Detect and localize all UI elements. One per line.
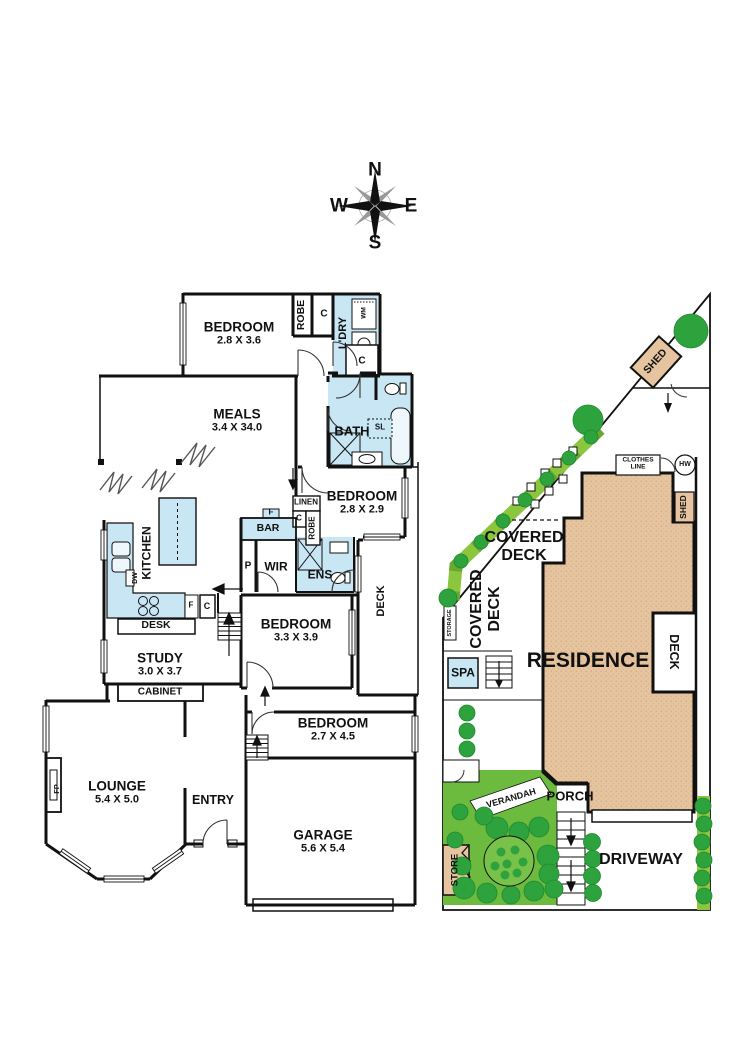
label-skylight: SL [374,422,386,432]
label-deck-floorplan: DECK [374,585,387,617]
room-name: BEDROOM [297,715,369,731]
label-hot-water: HW [679,461,691,469]
room-label-meals: MEALS 3.4 X 34.0 [212,406,262,433]
room-label-bedroom1: BEDROOM 2.8 X 3.6 [204,319,275,346]
trees [438,313,713,905]
room-name: BEDROOM [326,488,398,504]
room-label-bedroom3: BEDROOM 3.3 X 3.9 [261,616,332,643]
clothes-line-1: CLOTHES [622,456,654,464]
label-spa: SPA [451,665,475,680]
label-shed-right: SHED [678,495,689,519]
label-bath: BATH [334,423,370,439]
label-pantry: P [244,560,252,572]
room-name: STUDY [137,650,183,666]
label-covered-deck-h: COVERED DECK [484,529,563,565]
label-cupboard-2: C [358,355,366,367]
label-entry: ENTRY [192,793,234,807]
label-cupboard-3: C [296,513,302,523]
covered-deck-line-1: COVERED [484,529,564,547]
label-wir: WIR [264,559,288,574]
label-laundry: L'DRY [336,316,349,350]
room-dims: 5.6 X 5.4 [300,842,346,855]
room-name: LOUNGE [88,778,146,794]
room-name: GARAGE [293,827,353,843]
siteplan [438,291,713,911]
label-store: STORE [449,853,461,887]
label-residence: RESIDENCE [526,649,650,673]
room-name: BEDROOM [260,616,332,632]
label-linen: LINEN [294,497,318,507]
floorplan-zigzags [99,442,216,495]
floorplan-fixtures [45,298,411,912]
label-fridge-2: F [188,600,194,610]
room-label-study: STUDY 3.0 X 3.7 [137,650,183,677]
compass-south: S [368,232,382,254]
label-kitchen: KITCHEN [139,526,154,580]
room-dims: 3.3 X 3.9 [273,631,319,644]
compass-east: E [404,195,418,217]
floorplan-windows [42,302,419,883]
compass-west: W [330,195,348,217]
label-desk: DESK [141,619,171,632]
room-label-bedroom2: BEDROOM 2.8 X 2.9 [327,488,398,515]
label-robe-1: ROBE [295,299,308,331]
label-cupboard-1: C [320,308,328,320]
label-fridge-1: F [268,507,274,517]
room-label-bedroom4: BEDROOM 2.7 X 4.5 [298,715,369,742]
room-label-lounge: LOUNGE 5.4 X 5.0 [88,778,146,805]
label-cupboard-4: C [203,600,211,611]
label-dishwasher: DW [132,572,140,584]
clothes-line-2: LINE [630,464,646,471]
room-dims: 2.7 X 4.5 [310,730,356,743]
label-ensuite: ENS [307,567,333,582]
label-porch: PORCH [546,788,594,804]
label-clothes-line: CLOTHES LINE [622,457,653,472]
label-cabinet: CABINET [137,686,183,698]
covered-deck-line-2: DECK [501,547,547,564]
label-fireplace: FP [51,784,61,794]
compass-north: N [368,159,382,181]
label-covered-deck-v: COVERED DECK [468,569,504,648]
room-name: MEALS [213,406,261,422]
floorplan-arrows [211,468,298,758]
room-name: BEDROOM [203,319,275,335]
label-washing-machine: WM [360,307,368,319]
room-label-garage: GARAGE 5.6 X 5.4 [293,827,352,854]
floorplan-doors [202,341,361,845]
room-dims: 2.8 X 3.6 [216,334,262,347]
compass-rose [338,170,412,243]
covered-deck-line-1: COVERED [468,569,486,649]
covered-deck-line-2: DECK [486,586,503,632]
room-dims: 5.4 X 5.0 [94,793,140,806]
label-bar: BAR [256,522,280,535]
room-dims: 3.0 X 3.7 [137,665,183,678]
room-dims: 2.8 X 2.9 [339,503,385,516]
room-dims: 3.4 X 34.0 [211,421,263,434]
label-driveway: DRIVEWAY [599,851,683,869]
label-robe-2: ROBE [307,516,317,540]
label-storage: STORAGE [446,609,453,637]
label-deck-siteplan: DECK [667,634,681,670]
